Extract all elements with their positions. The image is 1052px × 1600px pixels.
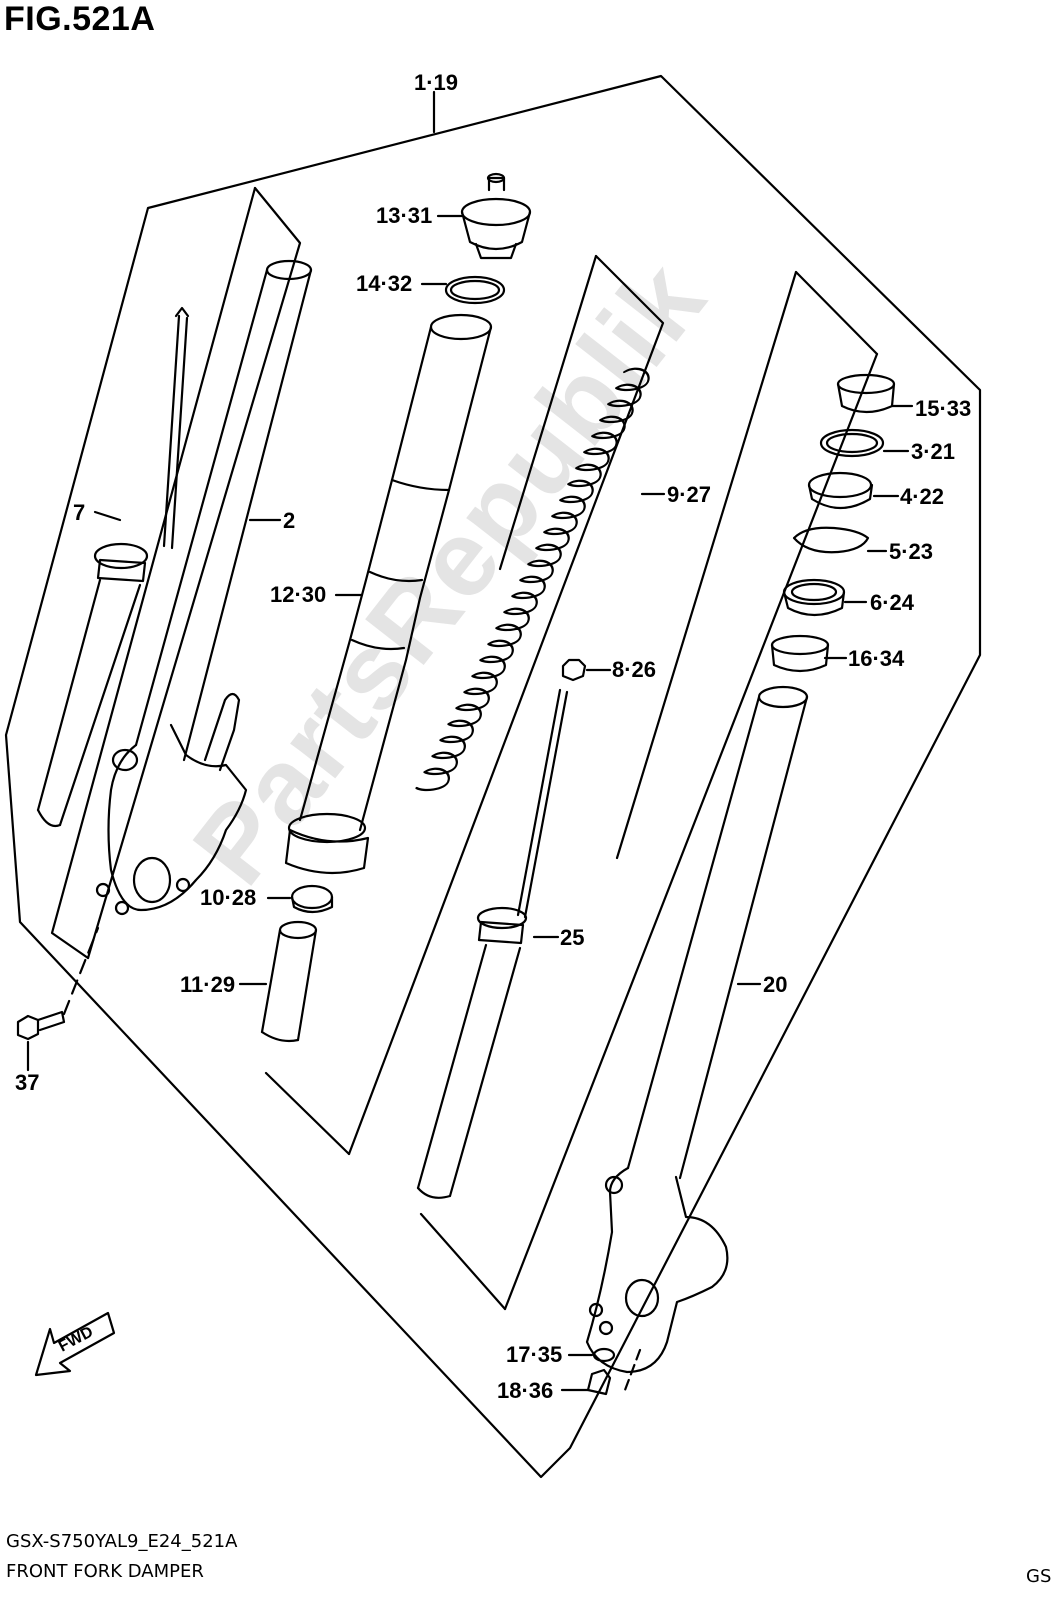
label-o-ring: 14·32 <box>356 271 413 296</box>
label-damper-left: 12·30 <box>270 582 327 607</box>
washer-part <box>592 1347 616 1363</box>
stopper-ring-part <box>792 526 888 554</box>
left-group-outline <box>86 186 302 960</box>
stopper-part <box>290 884 334 910</box>
region-code: GS <box>1026 1566 1052 1587</box>
outer-tube-left-part <box>95 259 313 916</box>
nut-part <box>561 658 587 682</box>
retainer-part <box>819 428 910 458</box>
label-bolt: 37 <box>15 1070 40 1095</box>
label-bush-lower: 16·34 <box>848 646 905 671</box>
spring-part <box>415 367 666 792</box>
bolt-part <box>16 926 100 1072</box>
oil-seal-part <box>782 578 868 617</box>
label-cap-bolt: 13·31 <box>376 203 433 228</box>
right-group-outline <box>419 1212 507 1311</box>
damper-rod-right-part <box>416 688 569 1199</box>
label-damper-rod-left: 7 <box>73 500 86 525</box>
bush-lower-part <box>770 634 848 673</box>
bush-upper-part <box>836 373 914 414</box>
label-drain-bolt: 18·36 <box>497 1378 554 1403</box>
label-nut: 8·26 <box>612 657 657 682</box>
label-retainer: 3·21 <box>911 439 956 464</box>
figure-title: FIG.521A <box>4 0 156 38</box>
fwd-arrow-icon <box>34 1311 116 1377</box>
label-washer: 17·35 <box>506 1342 563 1367</box>
label-stopper-ring: 5·23 <box>889 539 934 564</box>
label-bush-upper: 15·33 <box>915 396 972 421</box>
label-stopper: 10·28 <box>200 885 257 910</box>
o-ring-part <box>444 275 506 305</box>
label-inner-tube-right: 20 <box>763 972 788 997</box>
middle-group-outline <box>264 1071 351 1156</box>
spacer-part <box>238 920 318 1043</box>
label-inner-tube-left: 2 <box>283 508 296 533</box>
label-spacer: 11·29 <box>180 972 236 997</box>
figure-code: GSX-S750YAL9_E24_521A <box>6 1531 238 1552</box>
label-oil-seal: 6·24 <box>870 590 915 615</box>
figure-description: FRONT FORK DAMPER <box>6 1561 204 1582</box>
drain-bolt-part <box>560 1368 612 1396</box>
label-spring: 9·27 <box>667 482 712 507</box>
label-dust-seal: 4·22 <box>900 484 945 509</box>
dust-seal-part <box>807 471 900 509</box>
label-damper-rod-right: 25 <box>560 925 585 950</box>
damper-left-part <box>284 313 493 875</box>
cap-bolt-part <box>436 172 532 260</box>
damper-rod-left-part <box>36 306 190 828</box>
inner-tube-right-part <box>585 685 809 1374</box>
label-assembly: 1·19 <box>414 70 459 95</box>
assembly-outline <box>4 74 982 1479</box>
